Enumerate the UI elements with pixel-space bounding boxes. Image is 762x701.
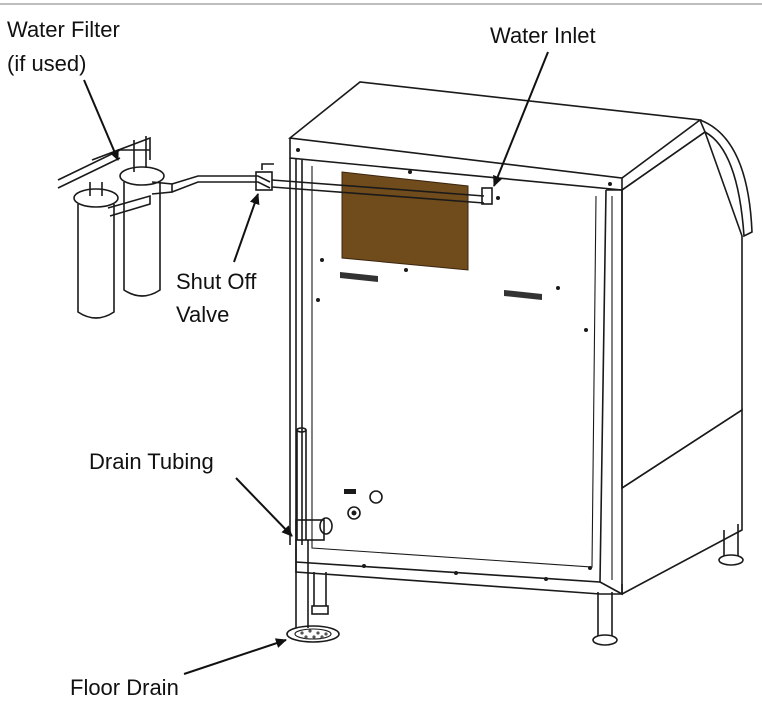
drain-tee xyxy=(295,519,325,541)
drain-pipe xyxy=(295,540,309,628)
leg-rear-right xyxy=(723,524,739,556)
water-filter xyxy=(57,136,173,319)
side-lower-panel xyxy=(621,408,743,595)
drain-tubing xyxy=(286,427,340,643)
drain-fittings xyxy=(344,489,383,520)
screw-dots xyxy=(296,148,612,581)
standpipe xyxy=(296,430,307,540)
cabinet-legs xyxy=(311,524,744,646)
arrow-drain-tubing xyxy=(235,477,293,537)
label-water-filter: Water Filter xyxy=(7,17,120,42)
label-shut-off: Shut Off xyxy=(176,269,257,294)
arrow-water-inlet xyxy=(493,51,549,187)
base-rail xyxy=(295,562,623,595)
arrow-water-filter xyxy=(83,79,119,161)
filter-head xyxy=(91,136,151,161)
arrow-shut-off-valve xyxy=(233,193,260,263)
callout-arrows xyxy=(83,51,549,675)
side-wall xyxy=(621,130,743,490)
supply-pipe-lower xyxy=(171,181,271,193)
leg-foot xyxy=(718,554,744,566)
corner-post xyxy=(289,158,303,545)
leg-foot xyxy=(311,605,329,615)
filter-connector xyxy=(107,194,151,217)
back-panel-outline xyxy=(295,158,607,583)
water-inlet-fitting xyxy=(481,187,493,205)
panel-plate xyxy=(341,171,469,271)
back-panel-inner xyxy=(311,166,597,568)
valve-handle xyxy=(261,163,274,170)
leg-front-right xyxy=(597,592,613,636)
leg-foot xyxy=(592,634,618,646)
label-water-inlet: Water Inlet xyxy=(490,23,596,48)
cabinet-top-front-edge xyxy=(289,138,623,191)
inlet-pipe xyxy=(271,179,485,204)
leg-front-left xyxy=(313,572,327,606)
floor-drain xyxy=(286,625,340,643)
label-water-filter-note: (if used) xyxy=(7,51,87,76)
supply-pipe-upper xyxy=(171,175,271,185)
shut-off-valve-body xyxy=(255,171,273,191)
label-floor-drain: Floor Drain xyxy=(70,675,179,700)
vent-slot-right xyxy=(504,290,542,300)
cabinet-top-side-edge xyxy=(621,119,706,191)
cabinet-side-hood xyxy=(699,119,753,238)
vent-slot-left xyxy=(340,272,378,282)
filter-stem-left xyxy=(89,182,103,196)
filter-outlet xyxy=(151,181,173,195)
label-drain-tubing: Drain Tubing xyxy=(89,449,214,474)
filter-head-riser xyxy=(133,136,147,172)
arrow-floor-drain xyxy=(183,638,287,675)
ice-machine-cabinet xyxy=(288,81,753,646)
filter-canister-right xyxy=(123,182,161,297)
filter-canister-left xyxy=(77,204,115,319)
label-valve: Valve xyxy=(176,302,230,327)
water-line xyxy=(171,163,493,205)
